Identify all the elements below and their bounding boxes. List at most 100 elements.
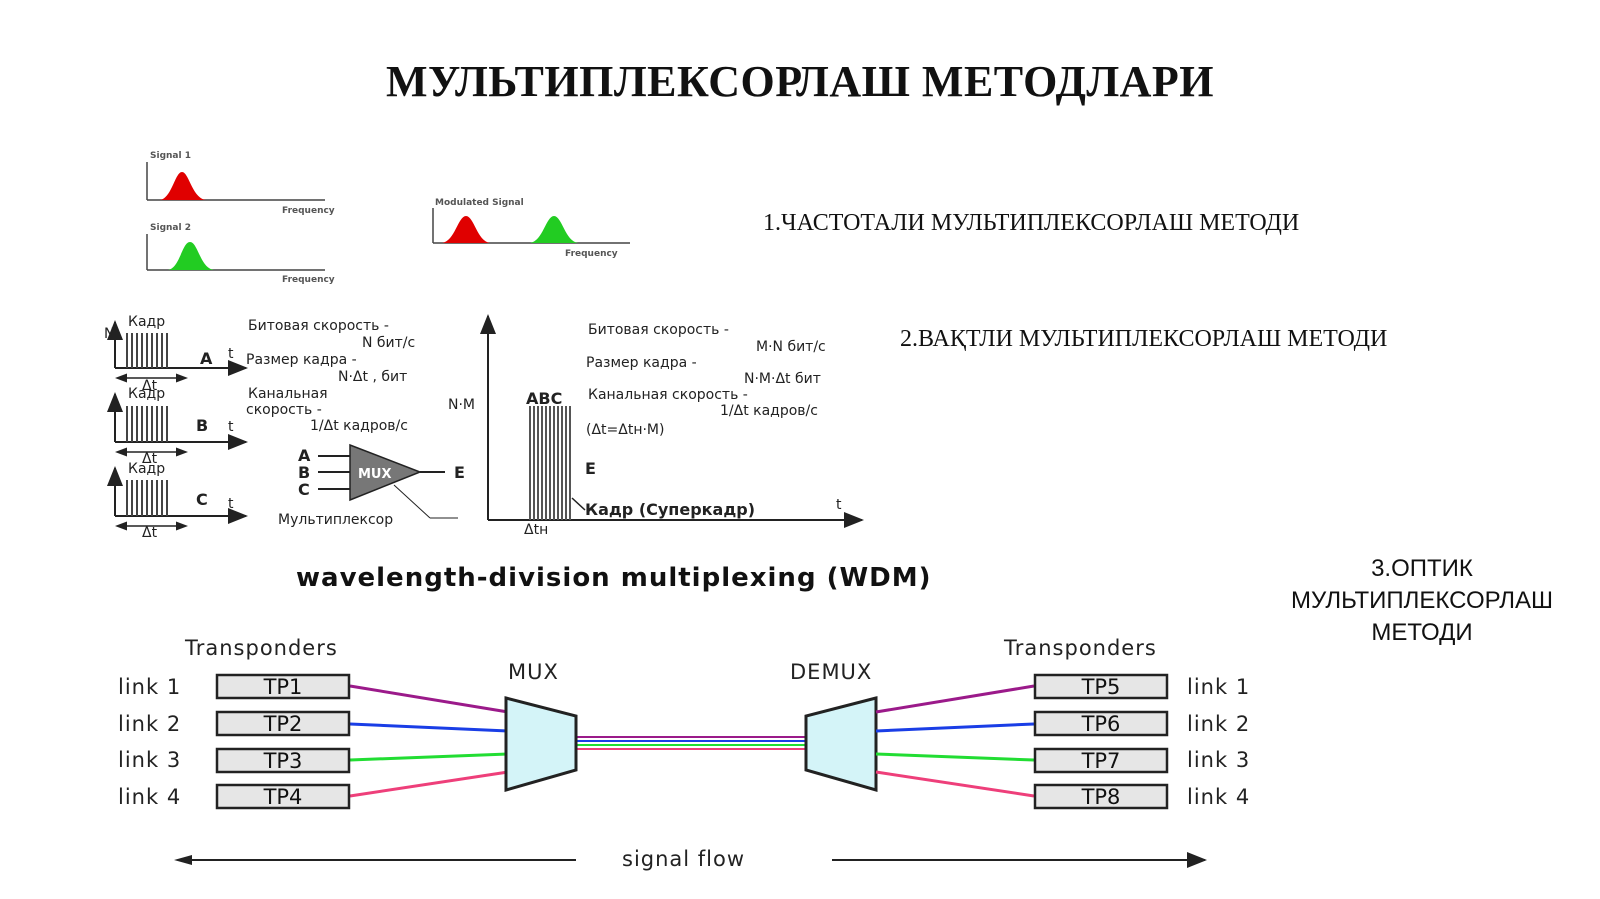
nm-label: N·M [448, 397, 475, 413]
modulated-peak-green [530, 216, 578, 243]
signal-flow: signal flow [174, 847, 1207, 871]
tdm-mux: A B C MUX E Мультиплексор [278, 443, 465, 528]
mux-input-b: B [298, 463, 310, 482]
frame-label-b: Кадр [128, 386, 165, 402]
tp8-label: TP8 [1081, 785, 1121, 809]
tp5-label: TP5 [1081, 675, 1121, 699]
fdm-signal2-plot: Signal 2 Frequency [146, 223, 335, 285]
tdm-superframe-plot: N·M ABC E Кадр (Суперкадр) t Δtн Битовая… [448, 314, 864, 538]
tp4-label: TP4 [263, 785, 303, 809]
superframe-t-label: t [836, 497, 842, 513]
wdm-mux-block [504, 696, 578, 792]
mux-output-e: E [454, 463, 465, 482]
left-fiber-4 [349, 770, 509, 798]
channel-b-label: B [196, 416, 208, 435]
right-link-2-label: link 2 [1187, 712, 1250, 736]
right-note-2: Размер кадра - [586, 355, 697, 371]
frequency-label-2: Frequency [282, 275, 335, 285]
signal-flow-label: signal flow [622, 847, 745, 871]
right-note-6: (Δt=Δtн·M) [586, 422, 664, 438]
multiplexer-label: Мультиплексор [278, 512, 393, 528]
method-optical-line2: МУЛЬТИПЛЕКСОРЛАШ [1290, 587, 1554, 614]
slide-title: МУЛЬТИПЛЕКСОРЛАШ МЕТОДЛАРИ [385, 57, 1215, 106]
wdm-left-links: link 1 link 2 link 3 link 4 TP1 TP2 TP3 … [118, 673, 509, 810]
right-fiber-1 [875, 684, 1035, 714]
right-note-5: 1/Δt кадров/с [720, 403, 818, 419]
left-link-2-label: link 2 [118, 712, 181, 736]
frame-label-c: Кадр [128, 461, 165, 477]
method-time-label: 2.ВАҚТЛИ МУЛЬТИПЛЕКСОРЛАШ МЕТОДИ [900, 326, 1388, 352]
method-optical-line1: 3.ОПТИК [1371, 555, 1473, 582]
signal1-peak [160, 172, 206, 200]
tp2-label: TP2 [263, 712, 303, 736]
dt-label-a: Δt [142, 378, 158, 394]
tp2-box: TP2 [215, 710, 351, 737]
right-fiber-4 [875, 770, 1035, 798]
tp3-label: TP3 [263, 749, 303, 773]
method-optical-label: 3.ОПТИК МУЛЬТИПЛЕКСОРЛАШ МЕТОДИ [1262, 553, 1582, 649]
frame-bars-c [126, 480, 168, 516]
right-note-0: Битовая скорость - [588, 322, 729, 338]
left-transponders-label: Transponders [184, 636, 338, 660]
frequency-label-1: Frequency [282, 206, 335, 216]
tdm-left-notes: Битовая скорость - N бит/с Размер кадра … [246, 318, 415, 434]
left-note-1: N бит/с [362, 335, 415, 351]
mux-label: MUX [358, 467, 392, 482]
tp7-label: TP7 [1081, 749, 1121, 773]
right-note-1: M·N бит/с [756, 339, 826, 355]
signal2-peak [168, 242, 214, 270]
tp4-box: TP4 [215, 783, 351, 810]
tp1-box: TP1 [215, 673, 351, 700]
fdm-signal1-plot: Signal 1 Frequency [146, 151, 335, 216]
abc-label: ABC [526, 389, 562, 408]
frame-label-a: Кадр [128, 314, 165, 330]
frame-bars-a [126, 333, 168, 368]
tdm-diagram: N Кадр A t Δt Кадр [104, 314, 864, 541]
wdm-demux-label: DEMUX [790, 660, 872, 684]
channel-a-label: A [200, 349, 213, 368]
left-fiber-3 [349, 752, 509, 762]
modulated-signal-label: Modulated Signal [435, 198, 524, 208]
tp3-box: TP3 [215, 747, 351, 774]
wdm-demux-block [804, 696, 878, 792]
left-fiber-1 [349, 684, 509, 714]
right-link-1-label: link 1 [1187, 675, 1250, 699]
frequency-label-3: Frequency [565, 249, 618, 259]
left-note-4: Канальная [248, 386, 328, 402]
wdm-trunk-fibers [576, 736, 808, 750]
superframe-bars [529, 406, 571, 520]
method-frequency-label: 1.ЧАСТОТАЛИ МУЛЬТИПЛЕКСОРЛАШ МЕТОДИ [763, 210, 1300, 236]
tdm-channel-a: N Кадр A t Δt [104, 314, 248, 394]
right-transponders-label: Transponders [1003, 636, 1157, 660]
left-note-6: 1/Δt кадров/с [310, 418, 408, 434]
superframe-output-e: E [585, 459, 596, 478]
signal2-label: Signal 2 [150, 223, 191, 233]
left-note-3: N·Δt , бит [338, 369, 407, 385]
channel-c-label: C [196, 490, 208, 509]
fdm-diagram: Signal 1 Frequency Signal 2 Frequency Mo… [146, 151, 630, 285]
dt-label-c: Δt [142, 525, 158, 541]
tp1-label: TP1 [263, 675, 303, 699]
tp7-box: TP7 [1033, 747, 1169, 774]
mux-input-c: C [298, 480, 310, 499]
left-link-4-label: link 4 [118, 785, 181, 809]
tdm-channel-c: Кадр C t Δt [107, 461, 248, 541]
wdm-right-links: TP5 TP6 TP7 TP8 link 1 link 2 link 3 lin… [875, 673, 1250, 810]
dtn-label: Δtн [524, 522, 548, 538]
right-link-3-label: link 3 [1187, 748, 1250, 772]
wdm-diagram: wavelength-division multiplexing (WDM) T… [118, 563, 1250, 871]
tdm-channel-b: Кадр B t Δt [107, 386, 248, 467]
right-fiber-2 [875, 722, 1035, 733]
dt-label-b: Δt [142, 451, 158, 467]
fdm-modulated-plot: Modulated Signal Frequency [432, 198, 630, 259]
signal1-label: Signal 1 [150, 151, 191, 161]
wdm-title: wavelength-division multiplexing (WDM) [296, 563, 932, 593]
left-note-5: скорость - [246, 402, 322, 418]
left-link-3-label: link 3 [118, 748, 181, 772]
left-fiber-2 [349, 722, 509, 733]
n-axis-label: N [104, 326, 114, 342]
t-label-c: t [228, 496, 234, 512]
modulated-peak-red [442, 216, 490, 243]
mux-input-a: A [298, 446, 311, 465]
